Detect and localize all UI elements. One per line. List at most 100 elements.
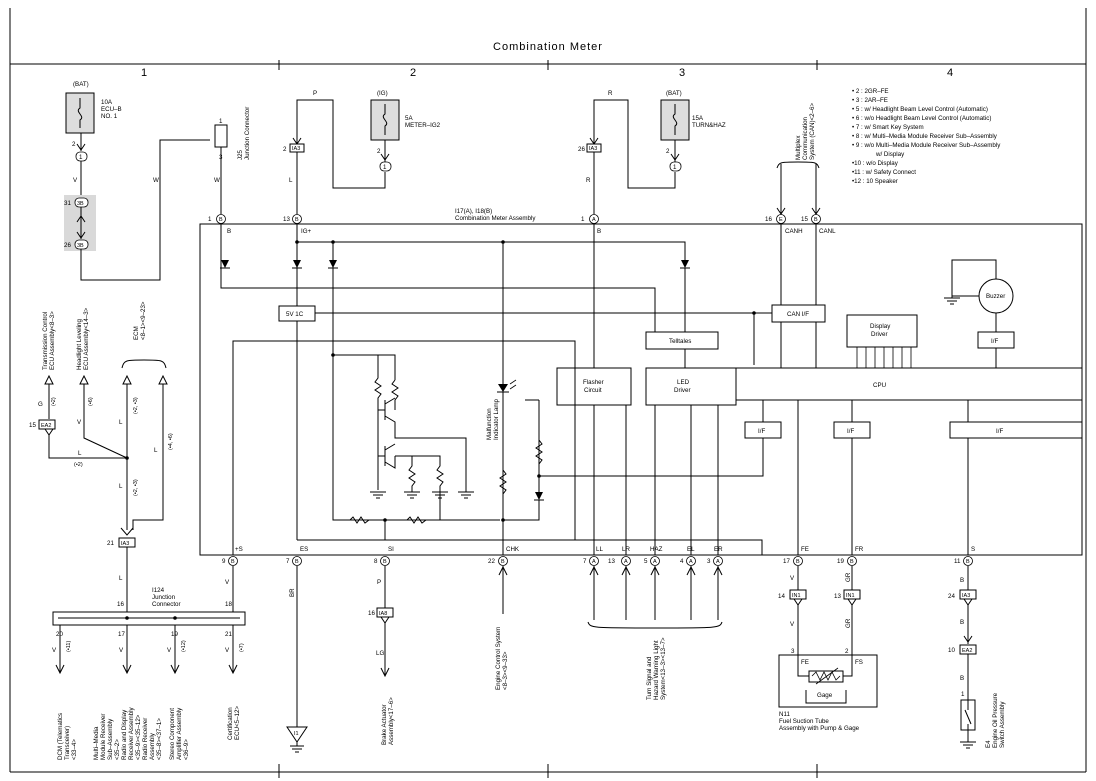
svg-text:24: 24	[948, 593, 955, 600]
junction-id: I124	[152, 587, 165, 594]
label-line: System<13–3><13–7>	[660, 637, 667, 700]
fuse-element-icon	[672, 104, 678, 135]
legend-item: • 6 : w/o Headlight Beam Level Control (…	[852, 115, 991, 122]
connector-ea2	[38, 419, 56, 430]
legend-item: • 3 : 2AR–FE	[852, 97, 888, 104]
wire-color: B	[960, 619, 964, 626]
svg-text:E: E	[779, 217, 783, 223]
legend-item: •11 : w/ Safety Connect	[852, 169, 916, 176]
svg-text:A: A	[653, 559, 657, 565]
wire-color: L	[119, 483, 123, 490]
svg-text:I/F: I/F	[996, 428, 1003, 435]
label-line: Transceiver)	[64, 726, 71, 760]
svg-text:A: A	[716, 559, 720, 565]
svg-text:Flasher: Flasher	[583, 379, 604, 386]
svg-text:2: 2	[283, 146, 287, 153]
svg-text:LL: LL	[596, 546, 603, 553]
svg-text:IA3: IA3	[121, 541, 129, 547]
svg-text:B: B	[383, 559, 387, 565]
wire-color: B	[960, 577, 964, 584]
label-line: Communication	[802, 116, 809, 160]
svg-text:B: B	[231, 559, 235, 565]
junction-name: Connector	[152, 601, 181, 608]
svg-text:A: A	[592, 217, 596, 223]
svg-text:I/F: I/F	[758, 428, 765, 435]
svg-text:IA8: IA8	[379, 611, 387, 617]
svg-text:13: 13	[608, 558, 615, 565]
svg-text:B: B	[227, 228, 231, 235]
junction-connector-j25	[214, 124, 228, 148]
connector-ia3	[959, 589, 977, 600]
svg-text:(•6): (•6)	[88, 397, 94, 406]
svg-text:1: 1	[581, 216, 585, 223]
svg-text:B: B	[219, 217, 223, 223]
meter-assembly-box	[199, 223, 1083, 556]
svg-text:Driver: Driver	[674, 387, 691, 394]
label-line: <35–2>	[114, 739, 121, 760]
svg-text:2: 2	[666, 148, 670, 155]
label-line: Malfunction	[486, 408, 493, 440]
wire-color: P	[377, 579, 381, 586]
column-number-1: 1	[141, 67, 147, 79]
svg-text:EA2: EA2	[41, 423, 51, 429]
display-driver-block	[846, 314, 918, 348]
fuse-ecu-b: (BAT) 10A ECU–B NO. 1	[65, 81, 122, 134]
svg-text:(•4, •6): (•4, •6)	[168, 433, 174, 450]
svg-text:B: B	[850, 559, 854, 565]
wire-color: B	[960, 675, 964, 682]
connector-ia3	[289, 143, 305, 153]
label-line: Indicator Lamp	[493, 399, 500, 440]
label-line: Multi–Media	[93, 726, 100, 760]
wire-color: BR	[289, 588, 296, 597]
column-number-4: 4	[947, 67, 953, 79]
svg-text:Driver: Driver	[871, 331, 888, 338]
svg-text:IN1: IN1	[846, 593, 855, 599]
label-line: DCM (Telematics	[57, 713, 64, 760]
svg-text:Buzzer: Buzzer	[986, 293, 1005, 300]
svg-text:ES: ES	[300, 546, 308, 553]
svg-text:2: 2	[377, 148, 381, 155]
svg-text:14: 14	[778, 593, 785, 600]
frame	[9, 8, 1087, 778]
wire-color: L	[154, 447, 158, 454]
svg-text:13: 13	[283, 216, 290, 223]
svg-text:FR: FR	[855, 546, 864, 553]
label-line: <8–3><9–33>	[502, 651, 509, 690]
fuse-meter-ig2: (IG) 5A METER–IG2	[370, 90, 441, 141]
wire-color: L	[119, 419, 123, 426]
fuel-sender-id: N11	[779, 711, 790, 718]
svg-text:2: 2	[72, 141, 76, 148]
svg-text:CHK: CHK	[506, 546, 520, 553]
label-line: Certification	[227, 707, 234, 740]
svg-text:31: 31	[64, 200, 71, 207]
legend-item: •10 : w/o Display	[852, 160, 899, 167]
svg-text:B: B	[796, 559, 800, 565]
svg-text:(•12): (•12)	[181, 640, 187, 652]
wire-color: V	[77, 419, 82, 426]
meter-name: I17(A), I18(B)	[455, 208, 492, 215]
svg-text:CAN I/F: CAN I/F	[787, 311, 809, 318]
connector-in1	[789, 589, 807, 600]
svg-text:19: 19	[837, 558, 844, 565]
svg-text:FS: FS	[855, 659, 863, 666]
label-line: Multiplex	[795, 135, 802, 160]
svg-text:10: 10	[948, 647, 955, 654]
fuse-name: ECU–B	[101, 106, 122, 113]
svg-text:4: 4	[680, 558, 684, 565]
legend-item: • 8 : w/ Multi–Media Module Receiver Sub…	[852, 133, 998, 140]
fuse-supply-label: (BAT)	[666, 90, 682, 97]
fuse-name: TURN&HAZ	[692, 122, 726, 129]
label-line: <33–4>	[71, 739, 78, 760]
svg-text:LR: LR	[622, 546, 630, 553]
label-line: Receiver Assembly	[128, 706, 135, 760]
svg-text:3: 3	[791, 648, 795, 655]
wire-color: V	[119, 647, 124, 654]
svg-text:3B: 3B	[77, 243, 84, 249]
svg-text:(•2): (•2)	[74, 462, 83, 468]
label-line: Hazard Warning Light	[653, 640, 660, 700]
wire-color: V	[225, 647, 230, 654]
wire-color: L	[289, 177, 293, 184]
svg-text:7: 7	[583, 558, 587, 565]
junction-name: Junction	[152, 594, 176, 601]
